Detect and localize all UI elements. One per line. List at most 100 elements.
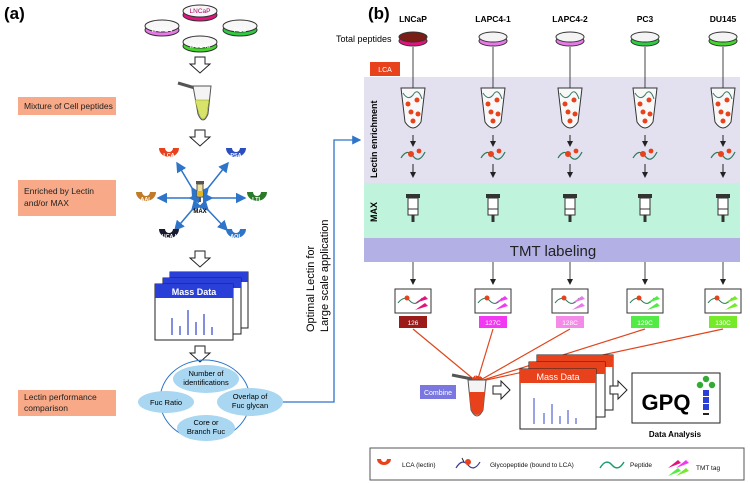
lectin-bead bbox=[494, 97, 500, 103]
max-cartridge-body bbox=[407, 197, 419, 216]
column-3: LAPC4-2 128C bbox=[475, 14, 589, 383]
tmt-tag-icon bbox=[647, 296, 660, 303]
max-cartridge-body bbox=[564, 197, 576, 216]
down-arrow-icon bbox=[188, 56, 212, 74]
tmt-band bbox=[364, 238, 740, 262]
dish-du145-label: DU145 bbox=[190, 43, 211, 50]
step-box-comparison bbox=[18, 390, 116, 416]
mass-data-b-label: Mass Data bbox=[536, 372, 579, 382]
dish-lapc4-label: LAPC4 bbox=[152, 27, 173, 34]
max-cartridge-icon bbox=[486, 194, 500, 198]
enrichment-tube-icon bbox=[480, 87, 506, 129]
glycan-dot bbox=[640, 151, 646, 157]
lectin-bead bbox=[571, 97, 577, 103]
lectin-psa-label: PSA bbox=[230, 153, 241, 159]
tmt-tag-label: 128C bbox=[562, 320, 578, 327]
cell-line-label: DU145 bbox=[710, 14, 737, 24]
lectin-uca-icon: UCA I bbox=[159, 229, 179, 240]
max-cartridge-icon bbox=[563, 194, 577, 198]
tmt-tag-icon bbox=[572, 296, 585, 303]
data-analysis-label: Data Analysis bbox=[649, 430, 702, 439]
legend-peptide-text: Peptide bbox=[630, 462, 652, 469]
oval-identifications bbox=[173, 365, 239, 393]
total-peptides-label: Total peptides bbox=[336, 34, 392, 44]
step-comparison-text: Lectin performance comparison bbox=[24, 392, 99, 413]
glycan-dot bbox=[484, 295, 490, 301]
enrichment-tube-icon bbox=[557, 87, 583, 129]
peptide-strand bbox=[559, 91, 580, 100]
glycan-dot bbox=[408, 151, 414, 157]
dish-pc3: PC3 bbox=[222, 19, 258, 37]
lectin-bead bbox=[488, 109, 494, 115]
cell-line-label: LAPC4-1 bbox=[475, 14, 511, 24]
cell-line-label: PC3 bbox=[637, 14, 654, 24]
peptide-strand bbox=[634, 91, 655, 100]
lectin-aal-label: AAL bbox=[140, 197, 152, 203]
peptide-strand bbox=[402, 91, 423, 100]
lectin-bead bbox=[572, 111, 578, 117]
lectin-bead bbox=[724, 97, 730, 103]
lectin-lca-icon: LCA bbox=[159, 148, 179, 159]
glycan-dot bbox=[416, 148, 422, 154]
side-text-line2: Large scale application bbox=[319, 219, 331, 332]
lectin-uca-label: UCA I bbox=[162, 234, 177, 240]
peptide-tube-icon bbox=[177, 81, 212, 121]
tmt-labeling-label: TMT labeling bbox=[510, 243, 596, 260]
panel-b-label: (b) bbox=[368, 4, 390, 23]
glycan-dot bbox=[404, 295, 410, 301]
panel-a-label: (a) bbox=[4, 4, 25, 23]
dish-top bbox=[478, 31, 508, 43]
tmt-tag-icon bbox=[415, 296, 428, 303]
glycan-dot bbox=[726, 148, 732, 154]
dish-lncap-label: LNCaP bbox=[190, 8, 211, 15]
down-arrow-icon bbox=[188, 129, 212, 147]
max-cartridge-icon bbox=[406, 194, 420, 198]
lectin-bead bbox=[408, 109, 414, 115]
lca-box-label: LCA bbox=[378, 67, 392, 74]
step-enriched-text: Enriched by Lectin and/or MAX bbox=[24, 186, 96, 208]
step-mixture-text: Mixture of Cell peptides bbox=[24, 101, 113, 111]
tmt-tag-icon bbox=[495, 303, 508, 310]
lectin-aol-label: AOL bbox=[230, 234, 242, 240]
cell-line-label: LAPC4-2 bbox=[552, 14, 588, 24]
lectin-bead bbox=[415, 111, 421, 117]
max-cartridge-body bbox=[639, 197, 651, 216]
lectin-bead bbox=[565, 109, 571, 115]
dish-top bbox=[398, 31, 428, 43]
enrich-band bbox=[364, 77, 740, 183]
gpq-label: GPQ bbox=[642, 390, 691, 415]
dish-pc3-label: PC3 bbox=[234, 27, 247, 34]
tmt-tag-icon bbox=[725, 303, 738, 310]
legend-lca-icon bbox=[377, 459, 391, 465]
down-arrow-icon bbox=[188, 345, 212, 363]
enrichment-tube-icon bbox=[632, 87, 658, 129]
tmt-tag-box bbox=[709, 316, 737, 328]
combine-arrow bbox=[475, 328, 571, 383]
glycan-dot bbox=[496, 148, 502, 154]
lectin-ltl-icon: LTL bbox=[247, 192, 267, 203]
legend-glycopeptide-icon bbox=[455, 457, 481, 469]
lectin-bead bbox=[562, 101, 568, 107]
max-column-icon bbox=[196, 181, 204, 202]
legend-box bbox=[369, 447, 745, 481]
oval-overlap bbox=[217, 388, 283, 416]
tmt-tag-label: 126 bbox=[408, 320, 419, 327]
tmt-tag-icon bbox=[495, 296, 508, 303]
glycan-dot bbox=[648, 148, 654, 154]
right-arrow-icon bbox=[492, 379, 511, 401]
side-text-line1: Optimal Lectin for bbox=[305, 245, 317, 332]
oval-core-branch bbox=[177, 415, 235, 441]
dish-lapc4: LAPC4 bbox=[144, 19, 180, 37]
tmt-tag-box bbox=[631, 316, 659, 328]
labeled-peptide-box bbox=[474, 288, 512, 314]
labeled-peptide-box bbox=[626, 288, 664, 314]
combine-tube-icon bbox=[451, 373, 487, 417]
lectin-aal-icon: AAL bbox=[136, 192, 156, 203]
legend-tmt-tag-icon bbox=[668, 460, 689, 476]
